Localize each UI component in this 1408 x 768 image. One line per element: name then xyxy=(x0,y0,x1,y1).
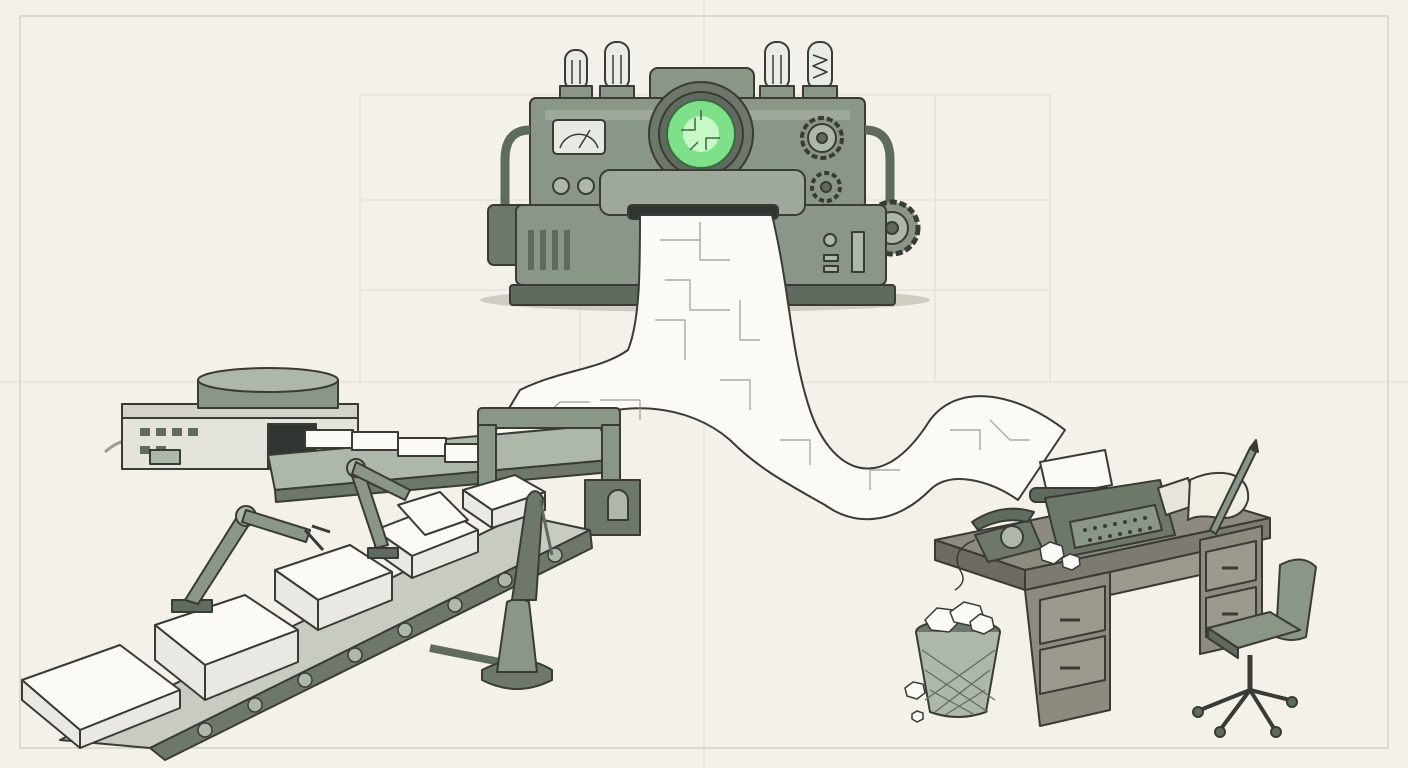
hand-with-pencil-icon xyxy=(1157,439,1259,535)
office-chair-icon xyxy=(1192,558,1317,738)
vacuum-tube-icon xyxy=(802,41,838,99)
gear-icon xyxy=(810,171,842,203)
crumpled-paper-icon xyxy=(924,601,995,635)
glowing-circuit-core-icon xyxy=(648,81,754,187)
rotary-telephone-icon xyxy=(954,507,1043,591)
vacuum-tube-icon xyxy=(599,41,635,99)
typewriter-icon xyxy=(1029,449,1176,559)
paper-stack-icon xyxy=(274,544,393,631)
vacuum-tube-icon xyxy=(759,41,795,99)
print-gate-icon xyxy=(477,407,641,536)
paper-stack-icon xyxy=(154,594,299,701)
crumpled-paper-icon xyxy=(1039,541,1081,571)
paper-ribbon-icon xyxy=(489,214,1066,521)
gear-icon xyxy=(800,116,844,160)
vacuum-tube-icon xyxy=(559,49,593,99)
paper-stack-icon xyxy=(304,429,486,463)
gauge-icon xyxy=(552,119,606,155)
crumpled-paper-icon xyxy=(904,681,926,723)
paper-stack-icon xyxy=(21,644,181,749)
robot-arm-icon xyxy=(346,458,469,559)
wastebasket-icon xyxy=(915,601,1001,718)
robot-arm-icon xyxy=(171,505,331,613)
pen-holder-icon xyxy=(429,490,554,690)
